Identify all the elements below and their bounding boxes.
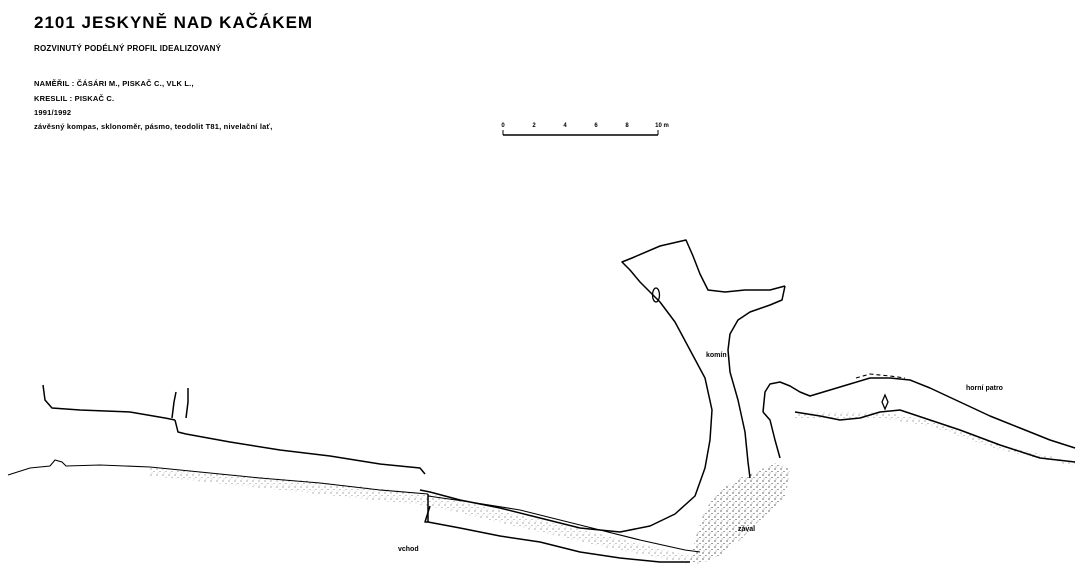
cave-small-features [651,287,889,411]
label-vchod: vchod [398,546,419,553]
survey-years-text: 1991/1992 [34,108,72,117]
scale-tick-label: 6 [594,123,598,129]
instruments-text: závěsný kompas, sklonoměr, pásmo, teodol… [34,122,273,131]
drawn-by-text: KRESLIL : PISKAČ C. [34,94,115,103]
scale-tick-label: 0 [501,123,505,129]
breakdown-rubble [150,412,1075,564]
scale-bar: 0 2 4 6 8 10 m [501,123,669,136]
cave-passage-outline [42,239,1076,563]
label-horni-patro: horní patro [966,385,1003,392]
map-subtitle: ROZVINUTÝ PODÉLNÝ PROFIL IDEALIZOVANÝ [34,44,222,53]
scale-tick-label: 4 [563,123,567,129]
label-zaval: zával [738,526,756,533]
surveyed-by-text: NAMĚŘIL : ČÁSÁRI M., PISKAČ C., VLK L., [34,79,194,88]
scale-tick-label: 2 [532,123,536,129]
map-title: 2101 JESKYNĚ NAD KAČÁKEM [34,13,314,32]
cave-dashed-lines [855,373,906,379]
label-komin: komín [706,352,727,359]
scale-tick-label: 8 [625,123,629,129]
scale-tick-label: 10 m [655,123,669,129]
